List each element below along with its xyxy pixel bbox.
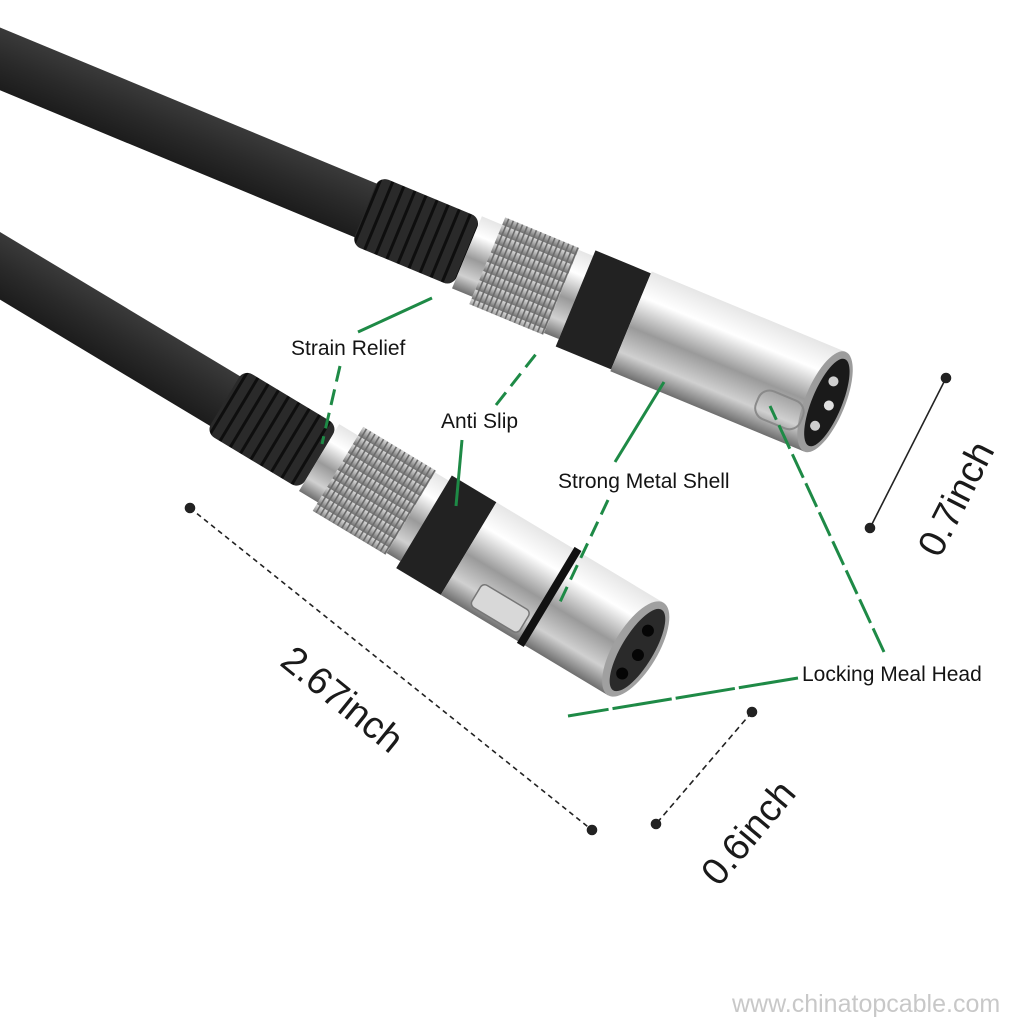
female-connector-assembly bbox=[0, 208, 670, 697]
strain-relief-male bbox=[354, 179, 479, 284]
callout-anti-slip: Anti Slip bbox=[441, 410, 519, 433]
strain-relief-female bbox=[209, 372, 335, 486]
female-socket bbox=[616, 667, 629, 680]
watermark: www.chinatopcable.com bbox=[732, 990, 1001, 1018]
callout-strong-metal-shell: Strong Metal Shell bbox=[558, 470, 730, 493]
male-connector-assembly bbox=[0, 16, 853, 453]
callout-strain-relief: Strain Relief bbox=[291, 337, 406, 360]
callout-locking-metal-head: Locking Meal Head bbox=[802, 663, 982, 686]
male-pin bbox=[823, 400, 834, 411]
dimension-lines bbox=[184, 372, 952, 836]
anti-slip-knurl-female bbox=[312, 426, 437, 555]
male-pin bbox=[810, 420, 821, 431]
black-band-male bbox=[555, 250, 651, 370]
locking-latch bbox=[470, 583, 530, 633]
upper-cable bbox=[0, 16, 382, 239]
black-band-female bbox=[396, 475, 497, 595]
female-socket bbox=[641, 624, 654, 637]
female-socket bbox=[631, 649, 644, 662]
callout-leaders bbox=[320, 296, 886, 718]
male-pin bbox=[828, 376, 839, 387]
latch-window-male bbox=[754, 389, 805, 431]
lower-cable bbox=[0, 208, 245, 429]
metal-shell-male bbox=[610, 271, 846, 452]
anti-slip-knurl-male bbox=[469, 217, 580, 335]
